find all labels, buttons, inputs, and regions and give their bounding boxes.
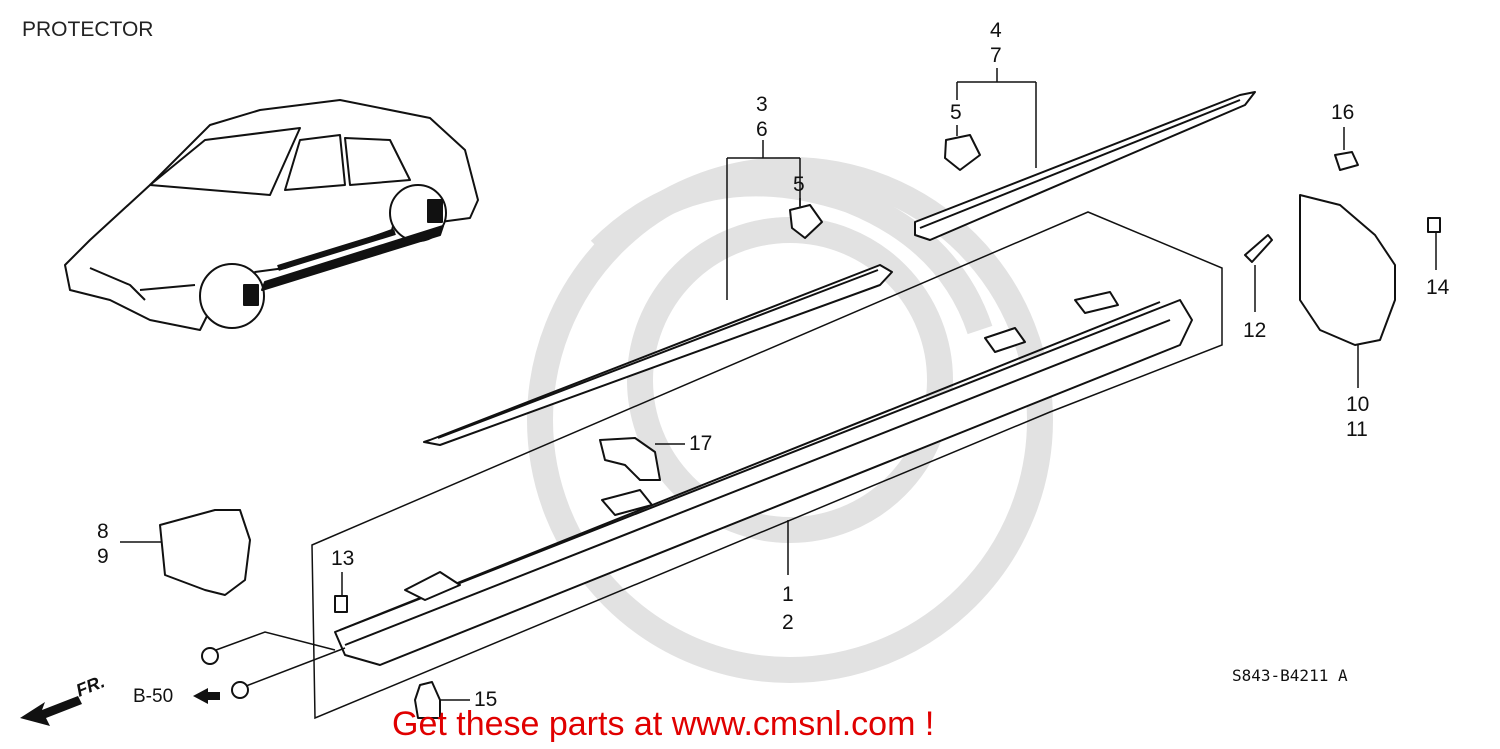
callout-17: 17	[689, 432, 713, 455]
callout-15: 15	[474, 688, 498, 711]
door-molding	[423, 264, 893, 446]
callout-6: 6	[756, 118, 768, 141]
clip-5-lower-shape	[789, 204, 823, 239]
callout-9: 9	[97, 545, 109, 568]
front-mudguard-shape	[159, 509, 251, 596]
callout-7: 7	[990, 44, 1002, 67]
callout-5-upper: 5	[950, 101, 962, 124]
callout-5-lower: 5	[793, 173, 805, 196]
drawing-code: S843-B4211 A	[1232, 666, 1348, 685]
car-illustration	[64, 99, 479, 331]
screw-upper-shape	[201, 647, 219, 665]
leader-lines	[120, 68, 1437, 701]
rear-mudguard-shape	[1299, 194, 1396, 346]
callout-12: 12	[1243, 319, 1267, 342]
diagram-title: PROTECTOR	[22, 18, 154, 41]
clip-16-shape	[1334, 151, 1359, 171]
watermark-logo	[527, 157, 1053, 683]
reference-label: B-50	[133, 686, 174, 707]
clip-13-shape	[334, 595, 348, 613]
callout-2: 2	[782, 611, 794, 634]
screw-12-shape	[1244, 234, 1273, 263]
screw-lower-shape	[231, 681, 249, 699]
callout-1: 1	[782, 583, 794, 606]
promo-link[interactable]: Get these parts at www.cmsnl.com !	[392, 705, 935, 743]
callout-4: 4	[990, 19, 1002, 42]
callout-10: 10	[1346, 393, 1370, 416]
callout-8: 8	[97, 520, 109, 543]
reference-arrow-icon	[193, 688, 220, 704]
side-sill-garnish	[334, 291, 1193, 666]
nut-14-shape	[1427, 217, 1441, 233]
callout-3: 3	[756, 93, 768, 116]
rear-molding	[914, 91, 1256, 241]
clip-5-upper-shape	[944, 134, 981, 171]
callout-16: 16	[1331, 101, 1355, 124]
callout-11: 11	[1346, 418, 1368, 441]
front-arrow-icon	[20, 696, 82, 726]
callout-13: 13	[331, 547, 355, 570]
assembly-frame	[311, 211, 1223, 720]
clip-17-shape	[599, 437, 661, 481]
callout-14: 14	[1426, 276, 1450, 299]
